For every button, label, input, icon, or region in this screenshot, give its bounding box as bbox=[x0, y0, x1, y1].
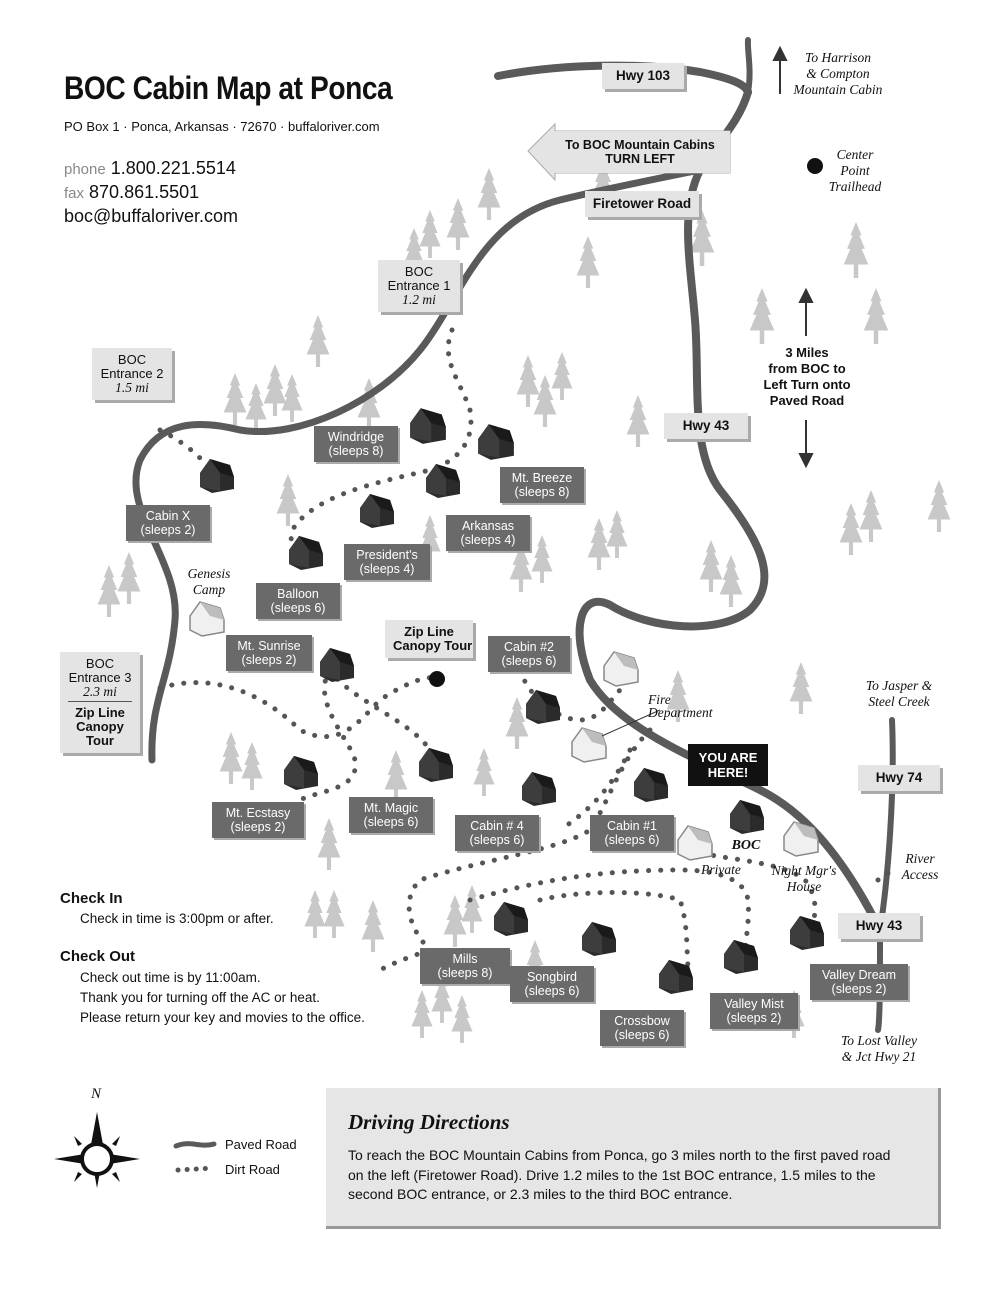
check-out-line1: Check out time is by 11:00am. bbox=[80, 970, 261, 985]
cabin-label: Valley Mist(sleeps 2) bbox=[710, 993, 798, 1029]
check-out-line2: Thank you for turning off the AC or heat… bbox=[80, 990, 320, 1005]
cabin-label: Mt. Ecstasy(sleeps 2) bbox=[212, 802, 304, 838]
driving-directions-box: Driving Directions To reach the BOC Moun… bbox=[326, 1088, 941, 1229]
cabin-label: Cabin #1(sleeps 6) bbox=[590, 815, 674, 851]
e2-name2: Entrance 2 bbox=[100, 366, 164, 381]
address: PO Box 1 · Ponca, Arkansas · 72670 · buf… bbox=[64, 119, 380, 134]
north-label: N bbox=[91, 1086, 102, 1102]
e3-dist: 2.3 mi bbox=[68, 685, 132, 702]
e2-name: BOC bbox=[117, 352, 147, 367]
e2-dist: 1.5 mi bbox=[115, 380, 149, 395]
cabin-label: Balloon(sleeps 6) bbox=[256, 583, 340, 619]
miles-line3: Left Turn onto bbox=[763, 377, 851, 392]
cabin-label: Arkansas(sleeps 4) bbox=[446, 515, 530, 551]
miles-line1: 3 Miles bbox=[785, 345, 829, 360]
cabin-label: Windridge(sleeps 8) bbox=[314, 426, 398, 462]
driving-directions-text: To reach the BOC Mountain Cabins from Po… bbox=[348, 1147, 891, 1202]
page-title: BOC Cabin Map at Ponca bbox=[64, 70, 393, 106]
boc-note: BOC bbox=[731, 838, 761, 853]
check-out-heading: Check Out bbox=[60, 948, 136, 965]
e1-dist: 1.2 mi bbox=[402, 292, 436, 307]
fax-line: fax 870.861.5501 bbox=[64, 182, 199, 203]
north-arrow-road bbox=[772, 45, 788, 94]
phone-number: 1.800.221.5514 bbox=[110, 158, 236, 178]
cabin-label: Songbird(sleeps 6) bbox=[510, 966, 594, 1002]
fire-dept-leader bbox=[601, 709, 661, 737]
cabin-label: Mt. Magic(sleeps 6) bbox=[349, 797, 433, 833]
legend-compass bbox=[54, 1112, 140, 1188]
lost-valley-note: To Lost Valley& Jct Hwy 21 bbox=[840, 1033, 918, 1064]
e3-extra1: Zip Line bbox=[75, 705, 125, 720]
phone-line: phone 1.800.221.5514 bbox=[64, 158, 236, 179]
zipline-label: Zip Line Canopy Tour bbox=[385, 620, 473, 658]
hwy-103-label: Hwy 103 bbox=[602, 63, 684, 89]
cabin-label: Mt. Breeze(sleeps 8) bbox=[500, 467, 584, 503]
entrance-2-label: BOC Entrance 2 1.5 mi bbox=[92, 348, 172, 400]
driving-directions-heading: Driving Directions bbox=[348, 1110, 510, 1134]
e3-extra3: Tour bbox=[86, 733, 114, 748]
cabin-label: President's(sleeps 4) bbox=[344, 544, 430, 580]
jasper-note: To Jasper &Steel Creek bbox=[865, 678, 933, 709]
miles-line4: Paved Road bbox=[769, 393, 845, 408]
legend-dirt-label: Dirt Road bbox=[225, 1162, 280, 1177]
legend-dirt-swatch bbox=[175, 1165, 217, 1173]
phone-label: phone bbox=[64, 161, 106, 178]
cabin-label: Crossbow(sleeps 6) bbox=[600, 1010, 684, 1046]
entrance-3-label: BOC Entrance 3 2.3 mi Zip Line Canopy To… bbox=[60, 652, 140, 753]
cabin-label: Cabin X(sleeps 2) bbox=[126, 505, 210, 541]
e3-name: BOC bbox=[85, 656, 115, 671]
private-note: Private bbox=[701, 862, 741, 877]
fax-number: 870.861.5501 bbox=[89, 182, 200, 202]
legend-paved-label: Paved Road bbox=[225, 1137, 297, 1152]
miles-line2: from BOC to bbox=[768, 361, 846, 376]
hwy-43-north-label: Hwy 43 bbox=[664, 413, 748, 439]
cabin-label: Mt. Sunrise(sleeps 2) bbox=[226, 635, 312, 671]
miles-note: 3 Miles from BOC to Left Turn onto Paved… bbox=[752, 345, 862, 409]
cabin-label: Valley Dream(sleeps 2) bbox=[810, 964, 908, 1000]
center-point-marker bbox=[807, 158, 823, 174]
turn-left-line1: To BOC Mountain Cabins bbox=[565, 138, 715, 152]
turn-left-line2: TURN LEFT bbox=[605, 152, 675, 166]
check-in-heading: Check In bbox=[60, 890, 123, 907]
zipline-line2: Canopy Tour bbox=[393, 638, 473, 653]
hwy-74-label: Hwy 74 bbox=[858, 765, 940, 791]
cabin-label: Mills(sleeps 8) bbox=[420, 948, 510, 984]
entrance-1-label: BOC Entrance 1 1.2 mi bbox=[378, 260, 460, 312]
cabin-label: Cabin #2(sleeps 6) bbox=[488, 636, 570, 672]
zipline-line1: Zip Line bbox=[404, 624, 454, 639]
check-out-line3: Please return your key and movies to the… bbox=[80, 1010, 365, 1025]
cabin-label: Cabin # 4(sleeps 6) bbox=[455, 815, 539, 851]
e1-name2: Entrance 1 bbox=[387, 278, 451, 293]
email: boc@buffaloriver.com bbox=[64, 206, 239, 226]
e3-extra2: Canopy bbox=[76, 719, 124, 734]
miles-arrows bbox=[798, 287, 814, 469]
firetower-road-label: Firetower Road bbox=[585, 191, 699, 217]
e3-name2: Entrance 3 bbox=[68, 670, 132, 685]
check-in-text: Check in time is 3:00pm or after. bbox=[80, 911, 274, 926]
fax-label: fax bbox=[64, 185, 85, 202]
e1-name: BOC bbox=[404, 264, 434, 279]
legend-paved-swatch bbox=[173, 1141, 217, 1149]
zipline-marker bbox=[429, 671, 445, 687]
hwy-43-south-label: Hwy 43 bbox=[838, 913, 920, 939]
